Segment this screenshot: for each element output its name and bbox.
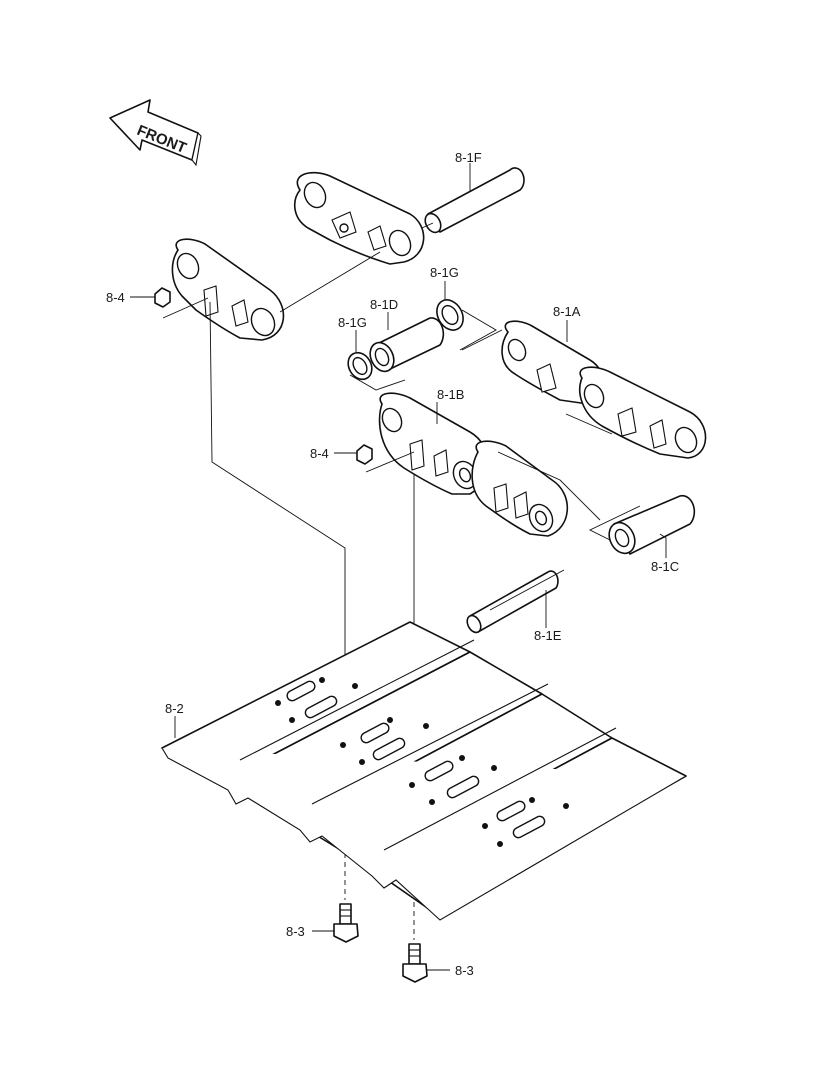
label-8-1a: 8-1A bbox=[553, 304, 581, 319]
label-8-1g-top: 8-1G bbox=[430, 265, 459, 280]
label-8-4-mid: 8-4 bbox=[310, 446, 329, 461]
link-upper-rear bbox=[293, 171, 425, 265]
label-8-1e: 8-1E bbox=[534, 628, 562, 643]
seal-8-1g-left bbox=[347, 330, 406, 391]
label-8-2: 8-2 bbox=[165, 701, 184, 716]
link-8-1b bbox=[378, 392, 601, 537]
nut-8-4-top bbox=[130, 287, 209, 319]
front-arrow-icon: FRONT bbox=[109, 99, 202, 167]
bolt-8-3-right bbox=[402, 943, 450, 983]
track-shoe-8-2 bbox=[161, 621, 687, 921]
label-8-3-left: 8-3 bbox=[286, 924, 305, 939]
label-8-4-top: 8-4 bbox=[106, 290, 125, 305]
pin-8-1e bbox=[466, 569, 565, 634]
seal-8-1g-top bbox=[436, 281, 497, 351]
label-8-3-right: 8-3 bbox=[455, 963, 474, 978]
label-8-1d: 8-1D bbox=[370, 297, 398, 312]
nut-8-4-mid bbox=[334, 444, 415, 473]
label-8-1c: 8-1C bbox=[651, 559, 679, 574]
label-8-1b: 8-1B bbox=[437, 387, 464, 402]
label-8-1f: 8-1F bbox=[455, 150, 482, 165]
link-8-1a bbox=[461, 320, 707, 459]
bushing-8-1c bbox=[588, 494, 696, 558]
link-upper-front bbox=[171, 238, 285, 341]
label-8-1g-left: 8-1G bbox=[338, 315, 367, 330]
bushing-8-1d bbox=[369, 312, 445, 373]
bolt-8-3-left bbox=[312, 903, 359, 943]
